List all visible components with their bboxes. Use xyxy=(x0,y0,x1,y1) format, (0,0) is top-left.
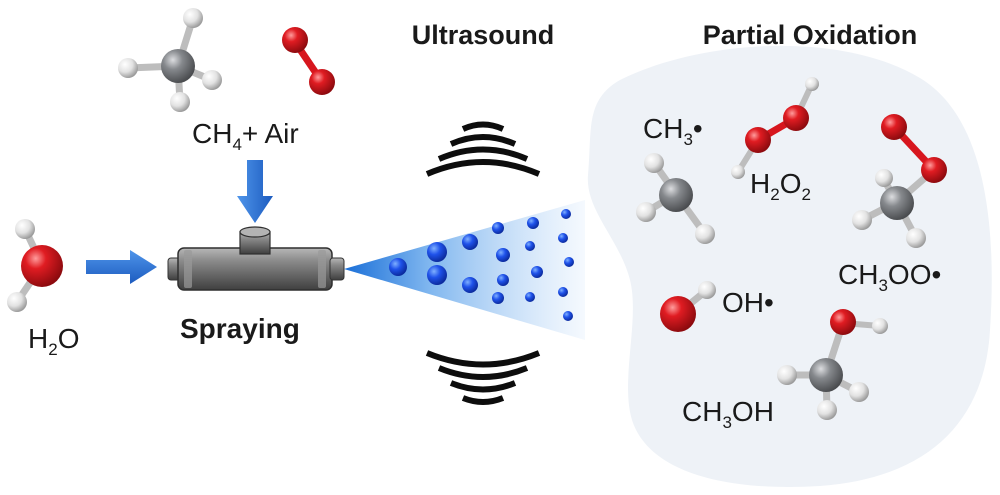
ultrasound-waves-upper xyxy=(425,121,541,177)
partial-oxidation-heading: Partial Oxidation xyxy=(703,20,918,50)
methylperoxy-radical-molecule xyxy=(852,114,947,248)
oxygen-molecule-input xyxy=(282,27,335,95)
ch3oh-label: CH3OH xyxy=(682,396,774,432)
methyl-radical-molecule xyxy=(636,153,715,244)
ultrasound-heading: Ultrasound xyxy=(412,20,555,50)
ultrasound-waves-lower xyxy=(425,350,541,405)
oh-radical-label: OH• xyxy=(722,287,774,318)
methane-molecule-input xyxy=(118,8,222,112)
h2o-label: H2O xyxy=(28,323,79,359)
spray-cone xyxy=(344,200,585,340)
oxidation-zone-panel xyxy=(587,45,992,487)
hydrogen-peroxide-molecule xyxy=(731,77,819,179)
h2o2-label: H2O2 xyxy=(750,168,811,204)
ch3-radical-label: CH3• xyxy=(643,113,703,149)
spray-nozzle-pipe xyxy=(167,226,345,291)
spraying-label: Spraying xyxy=(180,313,300,344)
ch3oo-radical-label: CH3OO• xyxy=(838,259,941,295)
air-feed-arrow xyxy=(237,160,273,223)
methanol-molecule xyxy=(777,309,888,420)
water-molecule-input xyxy=(7,219,63,312)
spray-droplets xyxy=(389,209,574,321)
water-feed-arrow xyxy=(86,250,157,284)
ch4-air-label: CH4+ Air xyxy=(192,118,299,154)
hydroxyl-radical-molecule xyxy=(660,281,716,332)
